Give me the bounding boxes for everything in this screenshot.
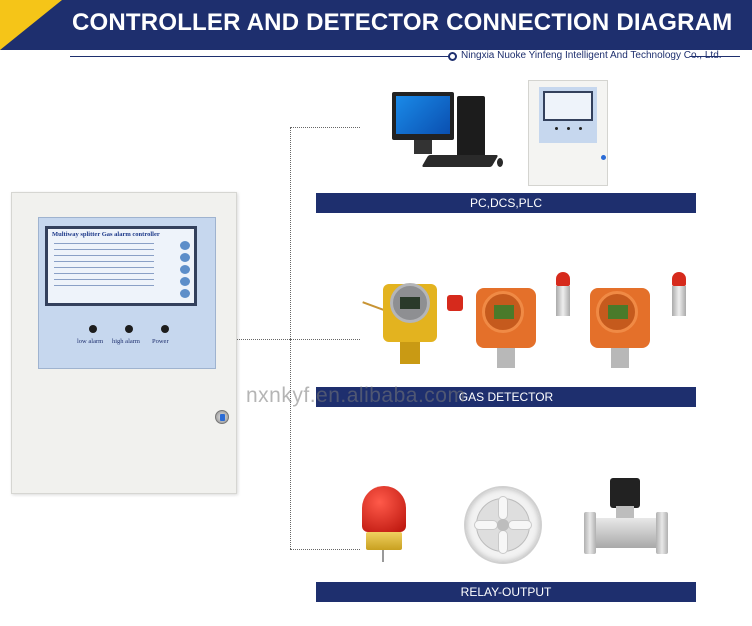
- gas-alarm-controller-cabinet: Multiway splitter Gas alarm controller l…: [11, 192, 237, 494]
- solenoid-valve-stem: [616, 506, 634, 520]
- low-alarm-label: low alarm: [77, 338, 104, 345]
- alarm-light-pole: [556, 286, 570, 316]
- gas-connection-line: [290, 339, 360, 340]
- pc-monitor-stand: [414, 140, 432, 154]
- strobe-alarm-pin: [382, 550, 384, 562]
- pc-monitor-icon: [392, 92, 454, 140]
- relay-connection-line: [290, 549, 360, 550]
- screen-row: [54, 261, 154, 262]
- screen-row: [54, 243, 154, 244]
- header-banner: [0, 0, 752, 50]
- valve-flange: [584, 512, 596, 554]
- alarm-light-pole: [672, 286, 686, 316]
- orange-detector-sensor-2: [611, 348, 629, 368]
- controller-connection-line: [237, 339, 290, 340]
- mini-indicator: [567, 127, 570, 130]
- screen-row: [54, 267, 154, 268]
- fan-blade: [508, 520, 532, 530]
- screen-row: [54, 249, 154, 250]
- keyboard-icon: [421, 155, 499, 167]
- header-dot-icon: [448, 52, 457, 61]
- fan-blade: [498, 496, 508, 520]
- controller-screen: Multiway splitter Gas alarm controller: [45, 226, 197, 306]
- power-label: Power: [152, 338, 169, 345]
- fan-hub: [497, 519, 509, 531]
- company-name: Ningxia Nuoke Yinfeng Intelligent And Te…: [461, 50, 722, 61]
- yellow-detector-face: [390, 283, 430, 323]
- low-alarm-indicator: [89, 325, 97, 333]
- detector-cable: [362, 301, 384, 311]
- screen-row: [54, 273, 154, 274]
- mini-controller-panel: [539, 87, 597, 143]
- high-alarm-label: high alarm: [112, 338, 140, 345]
- alarm-light-icon: [556, 272, 570, 286]
- relay-output-label: RELAY-OUTPUT: [316, 582, 696, 602]
- controller-screen-title: Multiway splitter Gas alarm controller: [52, 231, 160, 238]
- header-accent-triangle: [0, 0, 62, 50]
- yellow-detector-red-cap: [447, 295, 463, 311]
- page-title: CONTROLLER AND DETECTOR CONNECTION DIAGR…: [72, 9, 733, 36]
- fan-blade: [498, 530, 508, 554]
- watermark: nxnkyf.en.alibaba.com: [246, 384, 466, 407]
- orange-detector-screen-1: [494, 305, 514, 319]
- orange-detector-face-2: [596, 291, 638, 333]
- controller-front-panel: Multiway splitter Gas alarm controller l…: [38, 217, 216, 369]
- strobe-alarm-base: [366, 532, 402, 550]
- pc-tower-icon: [457, 96, 485, 158]
- mini-controller-cabinet: [528, 80, 608, 186]
- mouse-icon: [497, 158, 503, 167]
- yellow-detector-screen: [400, 297, 420, 309]
- screen-side-icon: [180, 253, 190, 262]
- solenoid-valve-coil: [610, 478, 640, 508]
- header-underline: [70, 56, 450, 57]
- high-alarm-indicator: [125, 325, 133, 333]
- pc-connection-line: [290, 127, 360, 128]
- mini-indicator: [579, 127, 582, 130]
- bus-connection-line: [290, 127, 291, 549]
- screen-row: [54, 255, 154, 256]
- orange-detector-screen-2: [608, 305, 628, 319]
- mini-indicator: [555, 127, 558, 130]
- mini-lock-icon: [601, 155, 606, 160]
- screen-row: [54, 285, 154, 286]
- mini-controller-screen: [543, 91, 593, 121]
- solenoid-valve-icon: [588, 518, 664, 548]
- power-indicator: [161, 325, 169, 333]
- orange-detector-sensor-1: [497, 348, 515, 368]
- pc-dcs-plc-label: PC,DCS,PLC: [316, 193, 696, 213]
- header-underline-end: [690, 56, 740, 57]
- yellow-detector-sensor: [400, 342, 420, 364]
- cabinet-lock-icon: [215, 410, 229, 424]
- gas-detector-label: GAS DETECTOR: [316, 387, 696, 407]
- alarm-light-icon: [672, 272, 686, 286]
- screen-side-icon: [180, 265, 190, 274]
- screen-side-icon: [180, 289, 190, 298]
- screen-side-icon: [180, 277, 190, 286]
- fan-blade: [474, 520, 498, 530]
- valve-flange: [656, 512, 668, 554]
- screen-side-icon: [180, 241, 190, 250]
- strobe-alarm-icon: [362, 486, 406, 532]
- screen-row: [54, 279, 154, 280]
